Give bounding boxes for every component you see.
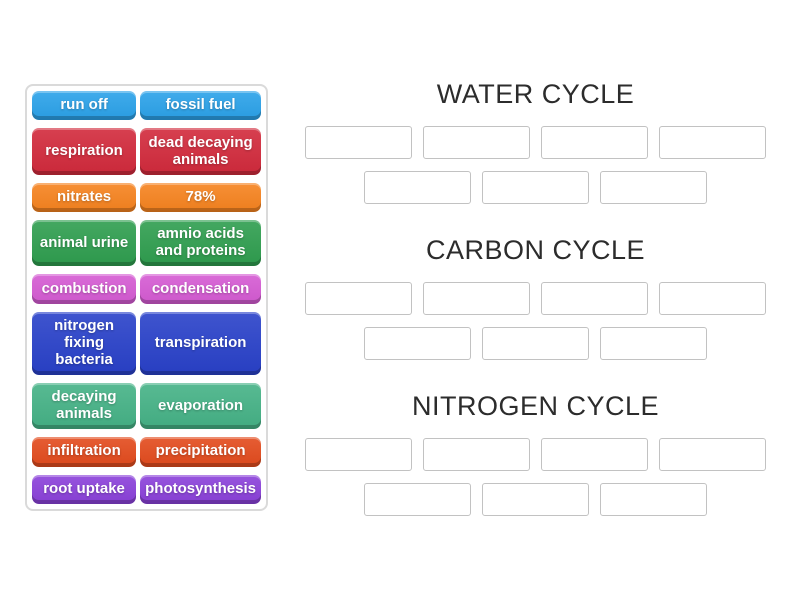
- drop-slot[interactable]: [364, 327, 471, 360]
- slot-row: [305, 126, 766, 159]
- tile-decaying-animals[interactable]: decaying animals: [32, 382, 137, 430]
- drop-slot[interactable]: [600, 483, 707, 516]
- tile-label: photosynthesis: [145, 479, 256, 497]
- slot-row: [305, 438, 766, 471]
- tile-run-off[interactable]: run off: [32, 91, 137, 121]
- drop-slot[interactable]: [600, 171, 707, 204]
- tile-respiration[interactable]: respiration: [32, 128, 137, 175]
- drop-slot[interactable]: [541, 282, 648, 315]
- tile-nitrates[interactable]: nitrates: [32, 182, 137, 213]
- tile-label: run off: [60, 96, 108, 114]
- slot-row: [305, 327, 766, 360]
- drop-slot[interactable]: [423, 126, 530, 159]
- tile-label: evaporation: [158, 396, 244, 414]
- tile-dead-decaying-animals[interactable]: dead decaying animals: [140, 128, 261, 175]
- drop-slot[interactable]: [305, 282, 412, 315]
- group-title: CARBON CYCLE: [425, 235, 646, 265]
- group-nitrogen-cycle: NITROGEN CYCLE: [305, 388, 766, 516]
- tile-transpiration[interactable]: transpiration: [140, 311, 261, 375]
- tile-precipitation[interactable]: precipitation: [140, 437, 261, 467]
- group-title: WATER CYCLE: [436, 79, 635, 109]
- group-title: NITROGEN CYCLE: [411, 391, 660, 421]
- drop-slot[interactable]: [423, 282, 530, 315]
- tile-label: fossil fuel: [165, 96, 236, 114]
- drop-slot[interactable]: [364, 171, 471, 204]
- tile-label: precipitation: [155, 442, 246, 460]
- tile-condensation[interactable]: condensation: [140, 274, 261, 304]
- drop-slot[interactable]: [482, 483, 589, 516]
- tile-label: root uptake: [43, 479, 125, 497]
- tile-label: infiltration: [47, 442, 121, 460]
- tile-nitrogen-fixing-bacteria[interactable]: nitrogen fixing bacteria: [32, 311, 137, 375]
- drop-slot[interactable]: [659, 438, 766, 471]
- drop-slot[interactable]: [659, 126, 766, 159]
- tile-animal-urine[interactable]: animal urine: [32, 220, 137, 267]
- tile-label: nitrogen fixing bacteria: [54, 317, 115, 368]
- slot-row: [305, 282, 766, 315]
- drop-slot[interactable]: [541, 126, 648, 159]
- slot-row: [305, 483, 766, 516]
- tile-evaporation[interactable]: evaporation: [140, 382, 261, 430]
- tile-amnio-acids-and-proteins[interactable]: amnio acids and proteins: [140, 220, 261, 267]
- category-groups: WATER CYCLE CARBON CYCLE NITROGEN CYCLE: [305, 76, 766, 516]
- tile-label: transpiration: [154, 333, 247, 351]
- tile-label: nitrates: [56, 187, 112, 205]
- tile-label: amnio acids and proteins: [155, 225, 246, 260]
- tile-label: 78%: [185, 187, 216, 205]
- tile-combustion[interactable]: combustion: [32, 274, 137, 304]
- tile-fossil-fuel[interactable]: fossil fuel: [140, 91, 261, 121]
- drop-slot[interactable]: [364, 483, 471, 516]
- tile-78[interactable]: 78%: [140, 182, 261, 213]
- tile-infiltration[interactable]: infiltration: [32, 437, 137, 467]
- drop-slot[interactable]: [659, 282, 766, 315]
- tile-root-uptake[interactable]: root uptake: [32, 474, 137, 504]
- drop-slot[interactable]: [305, 126, 412, 159]
- drop-slot[interactable]: [305, 438, 412, 471]
- tile-label: animal urine: [39, 233, 129, 251]
- tile-photosynthesis[interactable]: photosynthesis: [140, 474, 261, 504]
- drop-slot[interactable]: [482, 327, 589, 360]
- tile-label: condensation: [151, 279, 250, 297]
- group-carbon-cycle: CARBON CYCLE: [305, 232, 766, 360]
- drop-slot[interactable]: [482, 171, 589, 204]
- drop-slot[interactable]: [541, 438, 648, 471]
- drop-slot[interactable]: [600, 327, 707, 360]
- tile-label: combustion: [41, 279, 127, 297]
- group-water-cycle: WATER CYCLE: [305, 76, 766, 204]
- tile-label: dead decaying animals: [148, 133, 253, 168]
- slot-row: [305, 171, 766, 204]
- tile-label: decaying animals: [51, 388, 117, 422]
- drop-slot[interactable]: [423, 438, 530, 471]
- tile-label: respiration: [45, 142, 123, 160]
- word-bank-panel: run off fossil fuel respiration dead decayi…: [25, 84, 268, 511]
